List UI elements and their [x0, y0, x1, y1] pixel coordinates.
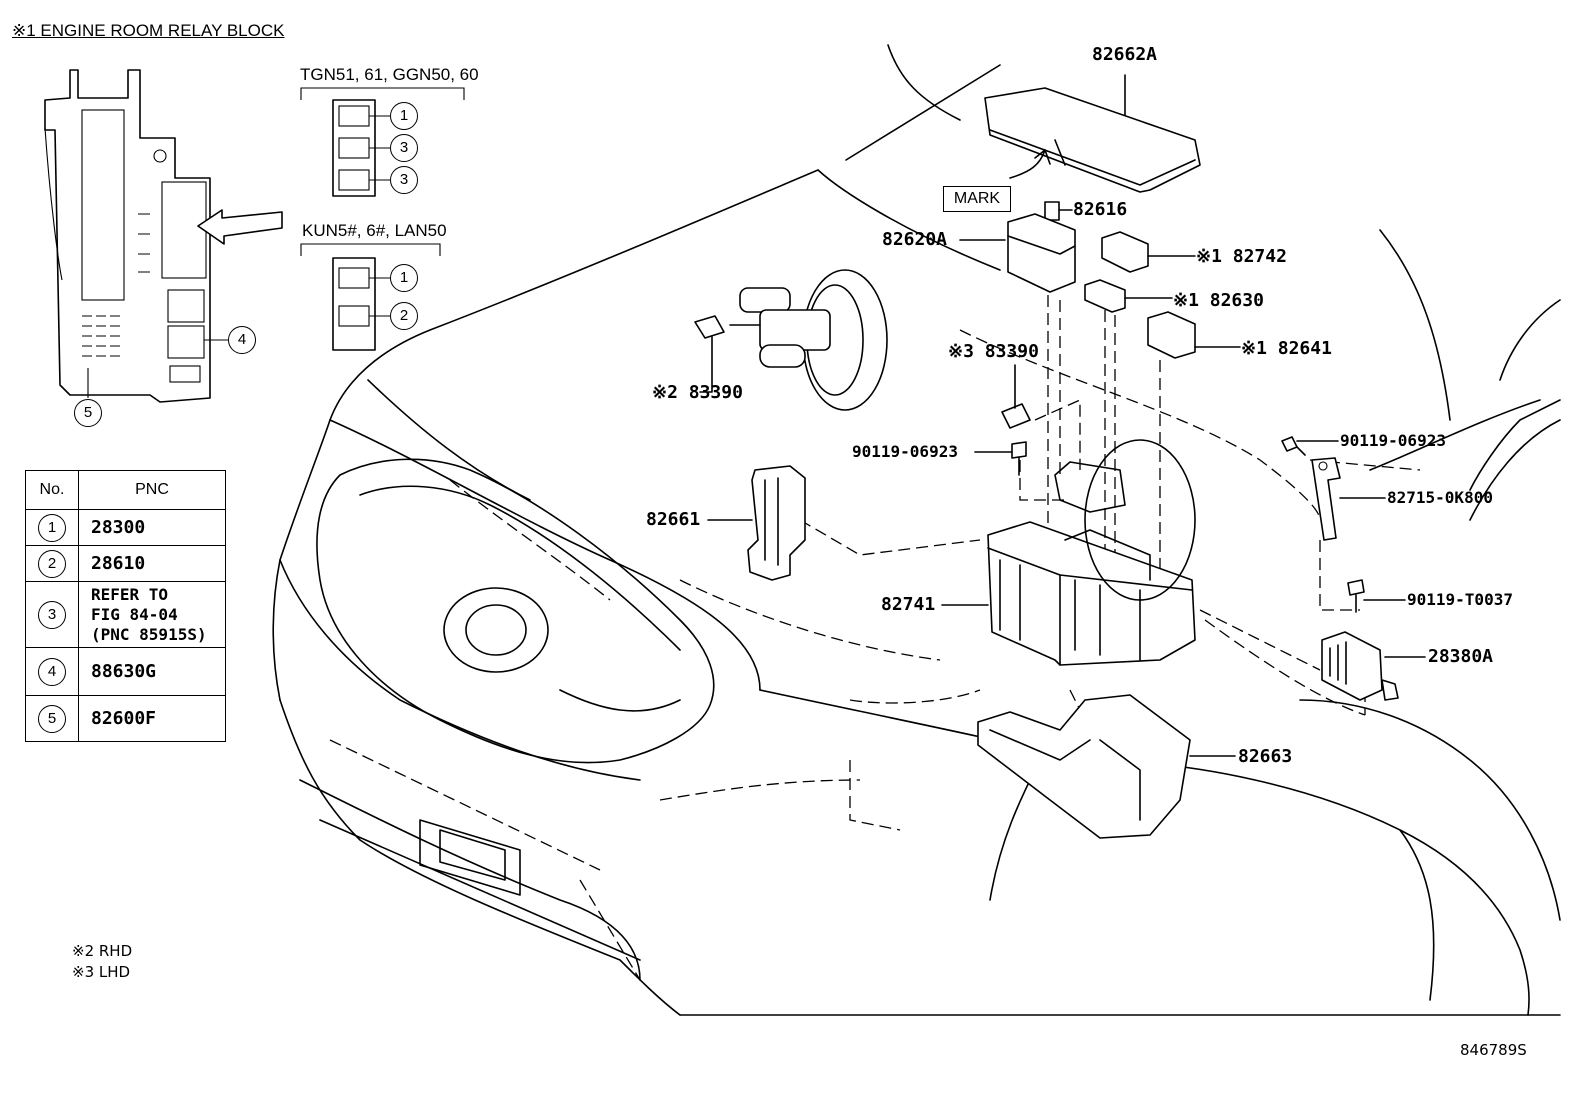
relay-block-box-82741 — [941, 439, 1196, 666]
row-pnc: 28610 — [78, 545, 226, 582]
part-label-28380A: 28380A — [1428, 646, 1494, 667]
variant-b-callout-1: 1 — [390, 264, 418, 292]
pnc-table: No. PNC 1 28300 2 28610 3 REFER TO FIG 8… — [25, 470, 226, 742]
table-header-row: No. PNC — [25, 470, 226, 510]
part-label-90119-T0037: 90119-T0037 — [1407, 590, 1513, 609]
note-rhd: ※2 RHD — [72, 942, 133, 960]
table-row: 4 88630G — [25, 647, 226, 696]
table-row: 5 82600F — [25, 695, 226, 742]
table-header-no: No. — [25, 470, 79, 510]
part-label-82616: 82616 — [1073, 199, 1128, 220]
bolt-90119-06923-right-shape — [1281, 436, 1339, 456]
relay-block-callout-5: 5 — [74, 399, 102, 427]
variant-a-brackets — [300, 87, 465, 197]
relay-parts-group — [959, 201, 1241, 359]
variant-b-callout-2: 2 — [390, 302, 418, 330]
variant-b-brackets — [300, 243, 441, 351]
row-number: 3 — [38, 600, 66, 629]
brake-booster-assembly — [729, 269, 888, 411]
row-pnc: 28300 — [78, 509, 226, 546]
bolt-90119-T0037-shape — [1347, 579, 1406, 613]
variant-a-callout-3: 3 — [390, 166, 418, 194]
bracket-82661-shape — [707, 465, 806, 581]
table-header-pnc: PNC — [78, 470, 226, 510]
row-pnc: 82600F — [78, 695, 226, 742]
variant-a-label: TGN51, 61, GGN50, 60 — [300, 65, 479, 84]
part-label-82641: ※1 82641 — [1241, 338, 1332, 359]
figure-id: 846789S — [1460, 1041, 1527, 1059]
row-number: 1 — [38, 513, 66, 542]
table-row: 1 28300 — [25, 509, 226, 546]
mark-label: MARK — [943, 186, 1011, 212]
relay-block-cover-82662A — [984, 74, 1201, 193]
row-number: 2 — [38, 549, 66, 578]
vehicle-body-outline — [272, 44, 1561, 1016]
relay-block-callout-4: 4 — [228, 326, 256, 354]
table-row: 2 28610 — [25, 545, 226, 582]
part-label-82630: ※1 82630 — [1173, 290, 1264, 311]
part-label-82620A: 82620A — [882, 229, 948, 250]
bolt-90119-06923-left-shape — [974, 441, 1027, 476]
sensor-83390-rhd-shape — [694, 315, 725, 393]
part-label-82741: 82741 — [881, 594, 936, 615]
variant-b-label: KUN5#, 6#, LAN50 — [302, 221, 447, 240]
relay-block-detail-view — [44, 69, 283, 403]
row-number: 4 — [38, 657, 66, 686]
part-label-90119-06923-right: 90119-06923 — [1340, 431, 1446, 450]
sensor-83390-lhd-shape — [1001, 364, 1031, 429]
part-label-83390-lhd: ※3 83390 — [948, 341, 1039, 362]
fuse-slots — [82, 315, 120, 357]
row-pnc: REFER TO FIG 84-04 (PNC 85915S) — [78, 581, 226, 648]
part-label-82662A: 82662A — [1092, 44, 1158, 65]
relay-block-title: ※1 ENGINE ROOM RELAY BLOCK — [12, 21, 285, 40]
row-number: 5 — [38, 704, 66, 733]
note-lhd: ※3 LHD — [72, 963, 131, 981]
lower-cover-82663-shape — [977, 694, 1236, 839]
variant-a-callout-2: 3 — [390, 134, 418, 162]
module-28380A-shape — [1321, 631, 1426, 701]
table-row: 3 REFER TO FIG 84-04 (PNC 85915S) — [25, 581, 226, 648]
part-label-83390-rhd: ※2 83390 — [652, 382, 743, 403]
part-label-82661: 82661 — [646, 509, 701, 530]
part-label-90119-06923-left: 90119-06923 — [852, 442, 958, 461]
part-label-82715: 82715-0K800 — [1387, 488, 1493, 507]
part-label-82663: 82663 — [1238, 746, 1293, 767]
row-pnc: 88630G — [78, 647, 226, 696]
bracket-82715-shape — [1311, 457, 1386, 541]
assembly-guide-lines — [799, 295, 1421, 716]
part-label-82742: ※1 82742 — [1196, 246, 1287, 267]
variant-a-callout-1: 1 — [390, 102, 418, 130]
